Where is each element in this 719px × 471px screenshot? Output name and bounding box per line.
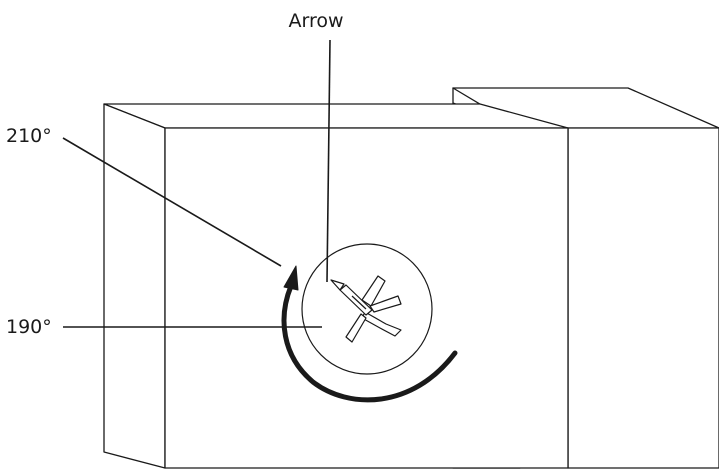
arrow-icon xyxy=(330,275,402,343)
arrow-shaft-detail xyxy=(351,295,367,310)
front-block-left-face xyxy=(103,103,166,469)
leader-lines xyxy=(62,39,331,328)
label-210-degrees: 210° xyxy=(6,125,52,147)
arrow-fin-top xyxy=(361,275,386,307)
arrow-tip xyxy=(330,279,345,291)
label-190-degrees: 190° xyxy=(6,316,52,338)
arrow-fin-right xyxy=(369,295,402,313)
leader-line-210 xyxy=(62,137,282,267)
leader-line-arrow xyxy=(326,39,331,283)
rotation-arrowhead xyxy=(283,265,299,291)
arrow-fin-left xyxy=(345,313,367,343)
rotation-arc xyxy=(281,283,458,403)
back-block-front-face xyxy=(567,127,719,469)
label-arrow: Arrow xyxy=(288,10,343,32)
